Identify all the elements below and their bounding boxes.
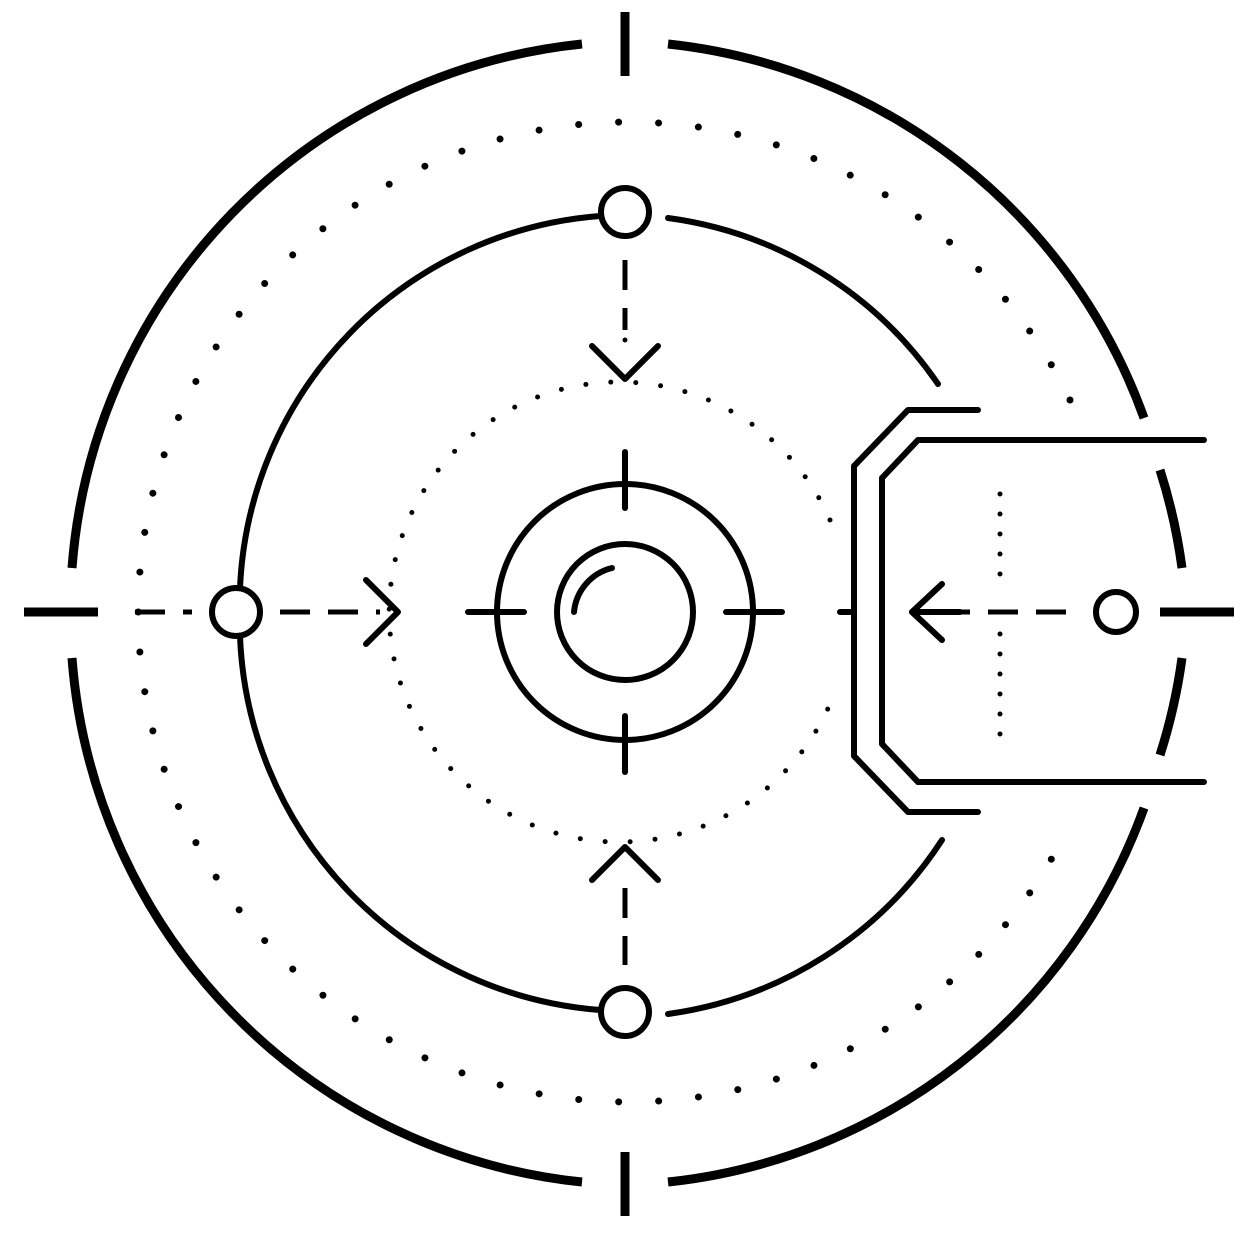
inner-dotted-ring [386,379,833,845]
right-bracket-panel [837,407,1207,815]
lens-icon [554,541,696,683]
arrows [363,343,963,883]
bracket-outer [851,407,981,815]
node-right [1093,589,1139,635]
nodes [209,185,1139,1039]
node-bottom [598,985,652,1039]
center-lens [554,541,696,683]
node-top [598,185,652,239]
arrow-down-icon [589,343,661,382]
arrow-right-icon [363,577,401,647]
arrow-up-icon [589,844,661,883]
guide-lines [135,260,1080,965]
crosshair-icon [465,449,785,775]
outer-ticks [24,12,1234,1216]
middle-ring [237,213,945,1017]
outer-ring [67,39,1187,1187]
bracket-inner [879,437,1207,785]
target-ring [494,481,756,743]
node-left [209,585,263,639]
lens-highlight [571,565,615,615]
